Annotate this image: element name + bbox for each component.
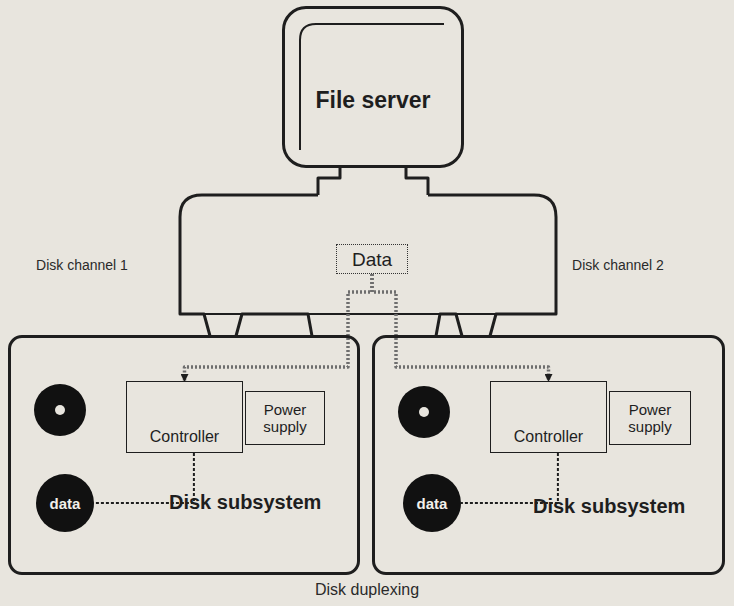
node-text: Disk subsystem: [169, 491, 321, 513]
node-text: data: [50, 496, 81, 511]
data-box: Data: [336, 244, 408, 274]
screen-edge: [300, 24, 444, 150]
power-supply-box: Power supply: [245, 391, 325, 445]
node-text: Controller: [514, 428, 583, 446]
node-text: Data: [352, 250, 392, 269]
controller-box: Controller: [126, 381, 243, 453]
data-path: [185, 274, 373, 381]
node-text: Power supply: [614, 401, 686, 436]
node-text: File server: [315, 87, 430, 113]
controller-box: Controller: [490, 381, 607, 453]
caption: Disk duplexing: [0, 580, 734, 600]
disk-subsystem: Disk subsystem Controller Power supply data: [8, 335, 360, 575]
disk: [398, 386, 450, 438]
channel-label: Disk channel 2: [562, 257, 674, 275]
channel-label: Disk channel 1: [28, 257, 136, 275]
node-text: Power supply: [250, 401, 320, 436]
file-server-monitor: File server: [282, 6, 464, 168]
data-disk: data: [36, 474, 94, 532]
data-disk: data: [403, 474, 461, 532]
data-path: [372, 274, 549, 381]
node-text: data: [417, 496, 448, 511]
connector-plug: [204, 313, 496, 315]
node-text: Controller: [150, 428, 219, 446]
disk-subsystem: Disk subsystem Controller Power supply data: [372, 335, 725, 575]
power-supply-box: Power supply: [609, 391, 691, 445]
disk: [34, 384, 86, 436]
node-text: Disk subsystem: [533, 495, 685, 517]
channel-hub: [180, 195, 556, 336]
monitor-stand: [318, 168, 428, 195]
